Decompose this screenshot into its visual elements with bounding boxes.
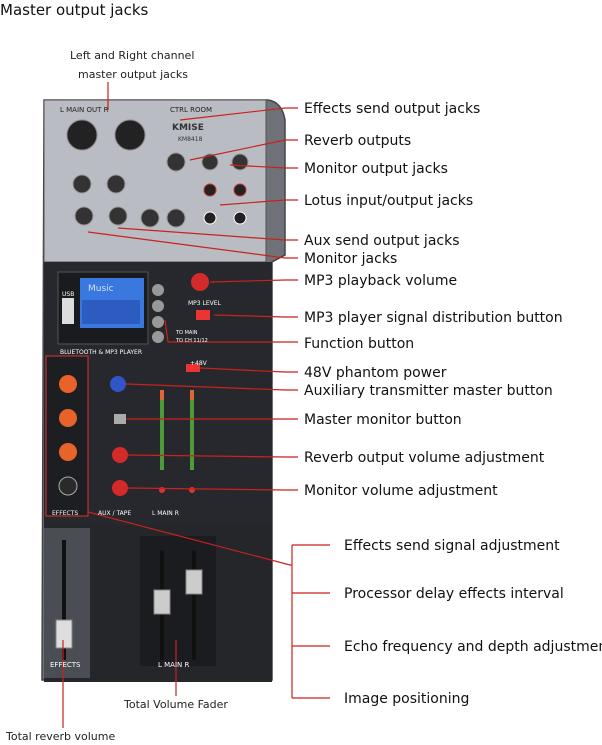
mp3-prev-button (152, 316, 164, 328)
callout-phantom: 48V phantom power (304, 365, 446, 381)
callout-reverb-outputs: Reverb outputs (304, 133, 411, 149)
callout-lotus: Lotus input/output jacks (304, 193, 473, 209)
callout-mp3-distribution: MP3 player signal distribution button (304, 310, 563, 326)
pan-knob (59, 477, 77, 495)
power-led (189, 487, 195, 493)
callout-reverb-volume: Reverb output volume adjustment (304, 450, 544, 466)
main-fader-right (186, 570, 202, 594)
mp3-menu-button (152, 284, 164, 296)
main-section-label: L MAIN R (152, 506, 179, 522)
xlr-left (67, 120, 97, 150)
effects-fader-knob (56, 620, 72, 648)
bt-label: BLUETOOTH & MP3 PLAYER (60, 345, 142, 361)
lcd-text: Music (88, 281, 114, 297)
aux-section-label: AUX / TAPE (98, 506, 131, 522)
callout-master-monitor: Master monitor button (304, 412, 462, 428)
headphones-knob (112, 480, 128, 496)
rep-knob (59, 443, 77, 461)
effects-fader-strip (44, 528, 90, 678)
callout-aux-send: Aux send output jacks (304, 233, 460, 249)
callout-monitor-jacks: Monitor jacks (304, 251, 397, 267)
to-ch-label: TO CH 11/12 (176, 333, 208, 349)
tape-input-knob (112, 447, 128, 463)
mp3-level-label: MP3 LEVEL (188, 296, 221, 312)
callout-mp3-volume: MP3 playback volume (304, 273, 457, 289)
ctrl-room-label: CTRL ROOM (170, 102, 212, 118)
page-title: Master output jacks (0, 2, 148, 18)
main-fader-left (154, 590, 170, 614)
aux-mst-knob (110, 376, 126, 392)
callout-delay-interval: Processor delay effects interval (344, 586, 564, 602)
usb-label: USB (62, 287, 74, 303)
fx-knob (59, 375, 77, 393)
callout-echo: Echo frequency and depth adjustment (344, 639, 602, 655)
callout-monitor-output: Monitor output jacks (304, 161, 448, 177)
top-callout-line2: master output jacks (78, 67, 188, 83)
callout-total-fader: Total Volume Fader (124, 697, 228, 713)
fader-effects-label: EFFECTS (50, 657, 81, 673)
mp3-next-button (152, 331, 164, 343)
callout-effects-send-signal: Effects send signal adjustment (344, 538, 560, 554)
effects-section-label: EFFECTS (52, 506, 78, 522)
callout-monitor-volume: Monitor volume adjustment (304, 483, 498, 499)
afl-button (114, 414, 126, 424)
mp3-level-knob (191, 273, 209, 291)
callout-aux-master: Auxiliary transmitter master button (304, 383, 553, 399)
phantom-label: +48V (190, 356, 207, 372)
callout-image-positioning: Image positioning (344, 691, 469, 707)
model-label: KM8418 (178, 132, 202, 148)
top-callout-line1: Left and Right channel (70, 48, 194, 64)
main-out-label: L MAIN OUT R (60, 102, 108, 118)
mp3-play-button (152, 300, 164, 312)
dly-knob (59, 409, 77, 427)
callout-effects-send: Effects send output jacks (304, 101, 480, 117)
xlr-right (115, 120, 145, 150)
fader-main-label: L MAIN R (158, 657, 189, 673)
callout-function-button: Function button (304, 336, 414, 352)
callout-total-reverb: Total reverb volume (6, 729, 115, 745)
